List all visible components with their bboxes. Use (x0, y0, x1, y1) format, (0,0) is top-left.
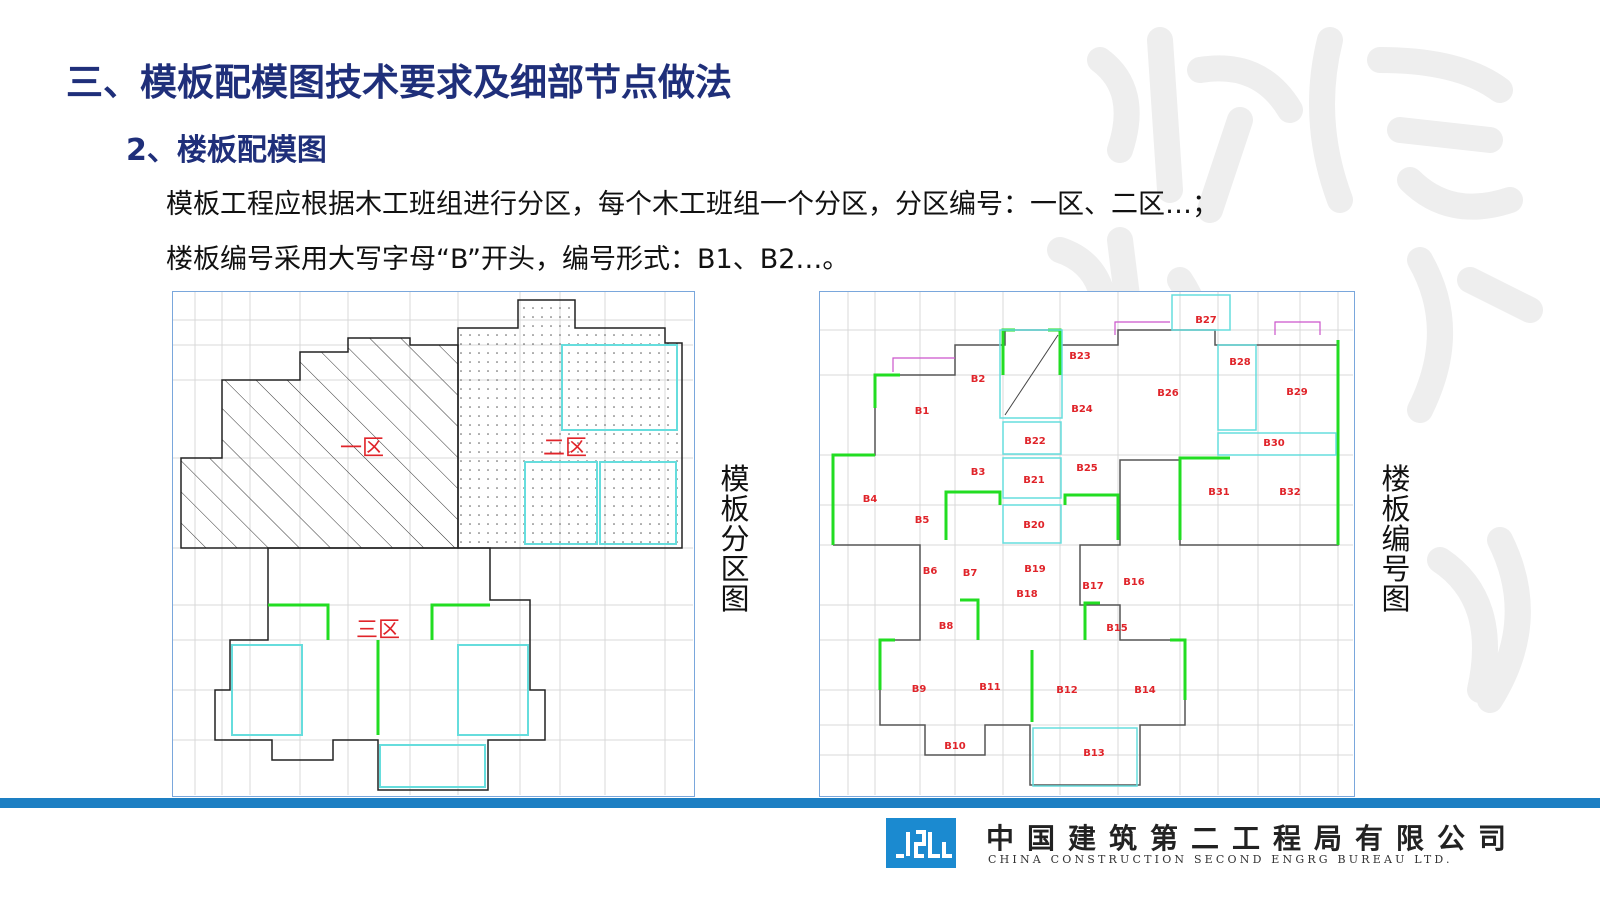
slab-drawing-caption: 楼板编号图 (1381, 462, 1411, 616)
section-subtitle: 2、楼板配模图 (126, 133, 327, 168)
slab-label: B15 (1106, 623, 1128, 634)
body-paragraph: 楼板编号采用大写字母“B”开头，编号形式：B1、B2…。 (166, 244, 850, 275)
slab-label: B22 (1024, 436, 1046, 447)
page-title: 三、模板配模图技术要求及细部节点做法 (66, 61, 732, 104)
slab-label: B8 (939, 621, 954, 632)
slab-label: B14 (1134, 685, 1156, 696)
company-logo (886, 818, 956, 868)
slab-label: B27 (1195, 315, 1217, 326)
slab-label: B29 (1286, 387, 1308, 398)
slab-label: B19 (1024, 564, 1046, 575)
zone-label: 二区 (543, 436, 587, 461)
slab-label: B24 (1071, 404, 1093, 415)
slab-outline (831, 294, 1340, 787)
slab-label: B23 (1069, 351, 1091, 362)
slab-label: B7 (963, 568, 978, 579)
slab-label: B10 (944, 741, 966, 752)
zone-drawing-caption: 模板分区图 (720, 462, 750, 616)
slab-label: B21 (1023, 475, 1045, 486)
zone-1-area (180, 337, 459, 549)
slab-label: B5 (915, 515, 930, 526)
company-name-cn: 中国建筑第二工程局有限公司 (986, 822, 1520, 855)
body-paragraph: 模板工程应根据木工班组进行分区，每个木工班组一个分区，分区编号：一区、二区…； (166, 189, 1219, 220)
slab-label: B32 (1279, 487, 1301, 498)
slab-label: B1 (915, 406, 930, 417)
slab-label: B28 (1229, 357, 1251, 368)
footer-bar (0, 798, 1600, 808)
slab-label: B11 (979, 682, 1001, 693)
slab-label: B2 (971, 374, 986, 385)
slab-label: B4 (863, 494, 878, 505)
slab-label: B13 (1083, 748, 1105, 759)
slab-label: B16 (1123, 577, 1145, 588)
slab-label: B3 (971, 467, 986, 478)
slab-label: B30 (1263, 438, 1285, 449)
zone-3-area (214, 547, 546, 791)
slab-label: B26 (1157, 388, 1179, 399)
zone-label: 三区 (356, 618, 400, 643)
company-name-en: CHINA CONSTRUCTION SECOND ENGRG BUREAU L… (988, 853, 1453, 866)
slab-label: B17 (1082, 581, 1104, 592)
zone-label: 一区 (340, 436, 384, 461)
slab-label: B25 (1076, 463, 1098, 474)
slab-label: B12 (1056, 685, 1078, 696)
slab-label: B6 (923, 566, 938, 577)
slab-label: B20 (1023, 520, 1045, 531)
slab-label: B9 (912, 684, 927, 695)
slab-label: B18 (1016, 589, 1038, 600)
slab-label: B31 (1208, 487, 1230, 498)
zone-2-area (457, 299, 683, 549)
